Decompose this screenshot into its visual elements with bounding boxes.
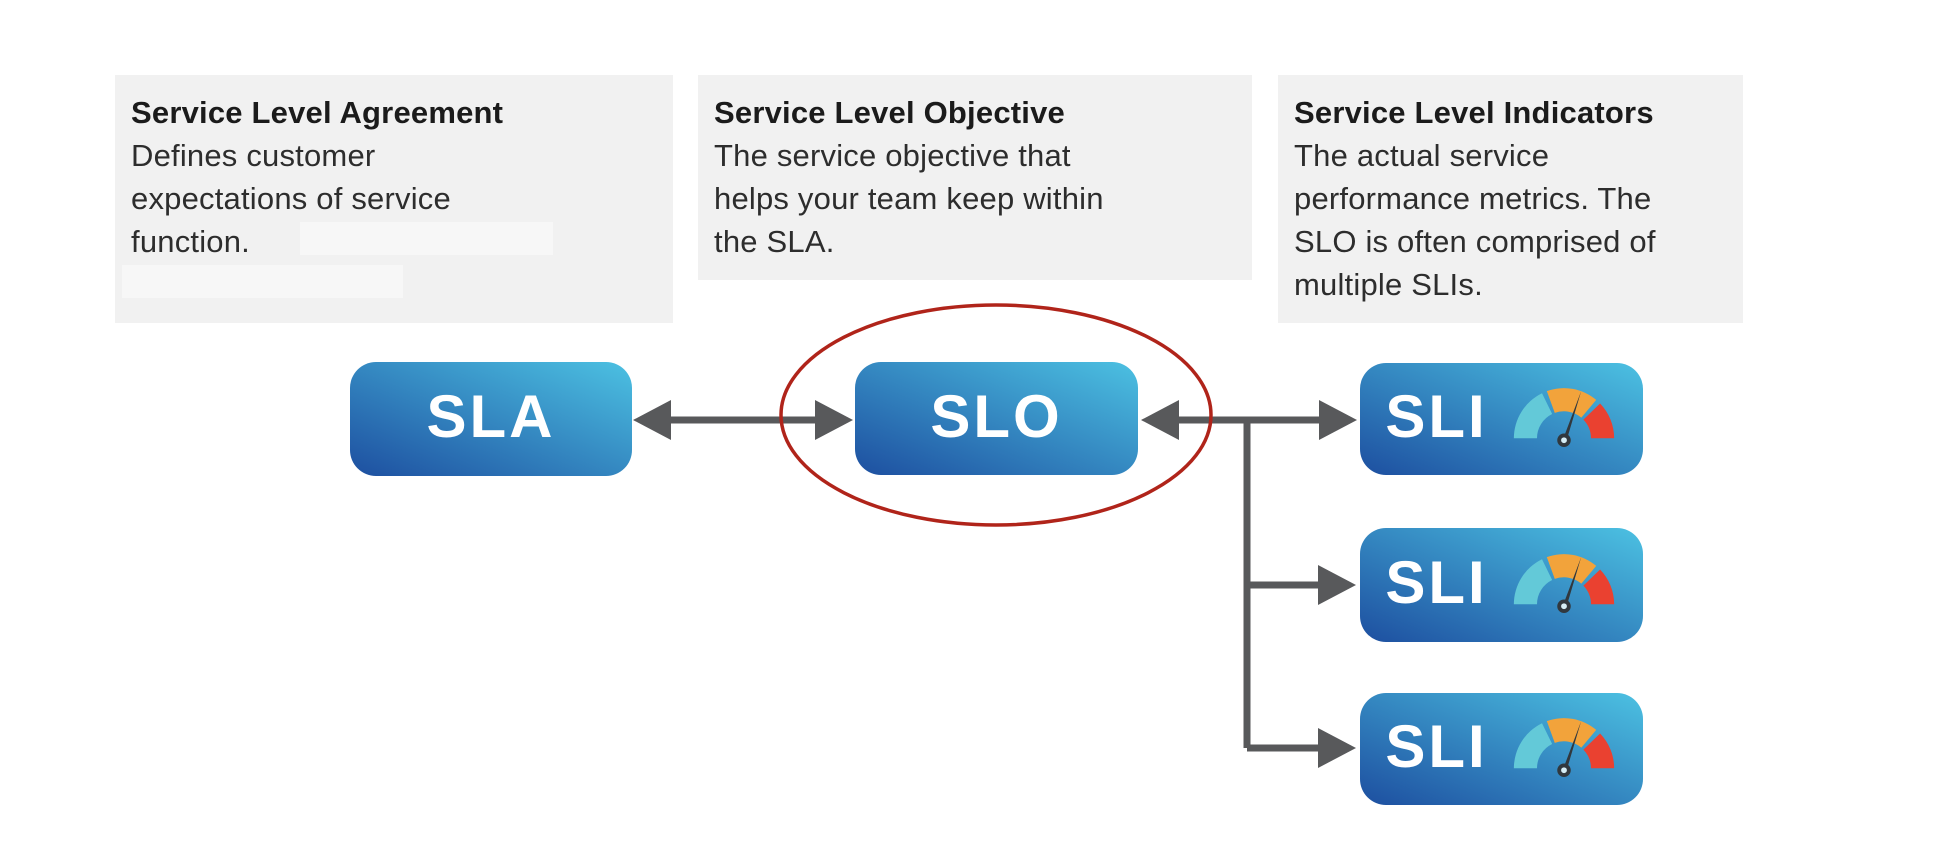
info-box-slo: Service Level Objective The service obje…	[698, 75, 1252, 280]
redacted-text-placeholder	[300, 222, 553, 255]
info-box-sli: Service Level Indicators The actual serv…	[1278, 75, 1743, 323]
redacted-text-placeholder	[122, 265, 403, 298]
info-title-sla: Service Level Agreement	[131, 95, 504, 130]
info-line: multiple SLIs.	[1294, 267, 1483, 302]
sli-node-2: SLI	[1360, 528, 1643, 642]
arrowhead-into-sli-3	[1318, 728, 1356, 768]
gauge-icon	[1513, 718, 1614, 777]
slo-node-label: SLO	[930, 382, 1063, 450]
arrowhead-into-sli-2	[1318, 565, 1356, 605]
gauge-icon	[1513, 388, 1614, 447]
sli-node-label: SLI	[1385, 713, 1488, 780]
gauge-icon	[1513, 554, 1614, 613]
sli-node-label: SLI	[1385, 549, 1488, 616]
info-title-sli: Service Level Indicators	[1294, 95, 1654, 130]
info-title-slo: Service Level Objective	[714, 95, 1065, 130]
info-box-sla: Service Level Agreement Defines customer…	[115, 75, 673, 323]
arrowhead-into-slo-right	[1141, 400, 1179, 440]
info-line: SLO is often comprised of	[1294, 224, 1656, 259]
info-line: function.	[131, 224, 250, 259]
arrowhead-into-slo-left	[815, 400, 853, 440]
slo-node: SLO	[855, 362, 1138, 475]
sla-node: SLA	[350, 362, 632, 476]
info-line: The actual service	[1294, 138, 1550, 173]
sli-node-3: SLI	[1360, 693, 1643, 805]
info-line: The service objective that	[714, 138, 1071, 173]
arrowhead-into-sli-1	[1319, 400, 1357, 440]
info-line: performance metrics. The	[1294, 181, 1652, 216]
sli-node-label: SLI	[1385, 383, 1488, 450]
info-line: expectations of service	[131, 181, 451, 216]
info-line: helps your team keep within	[714, 181, 1104, 216]
info-line: the SLA.	[714, 224, 835, 259]
arrowhead-into-sla	[633, 400, 671, 440]
sli-node-1: SLI	[1360, 363, 1643, 475]
sla-node-label: SLA	[426, 383, 556, 450]
info-line: Defines customer	[131, 138, 376, 173]
